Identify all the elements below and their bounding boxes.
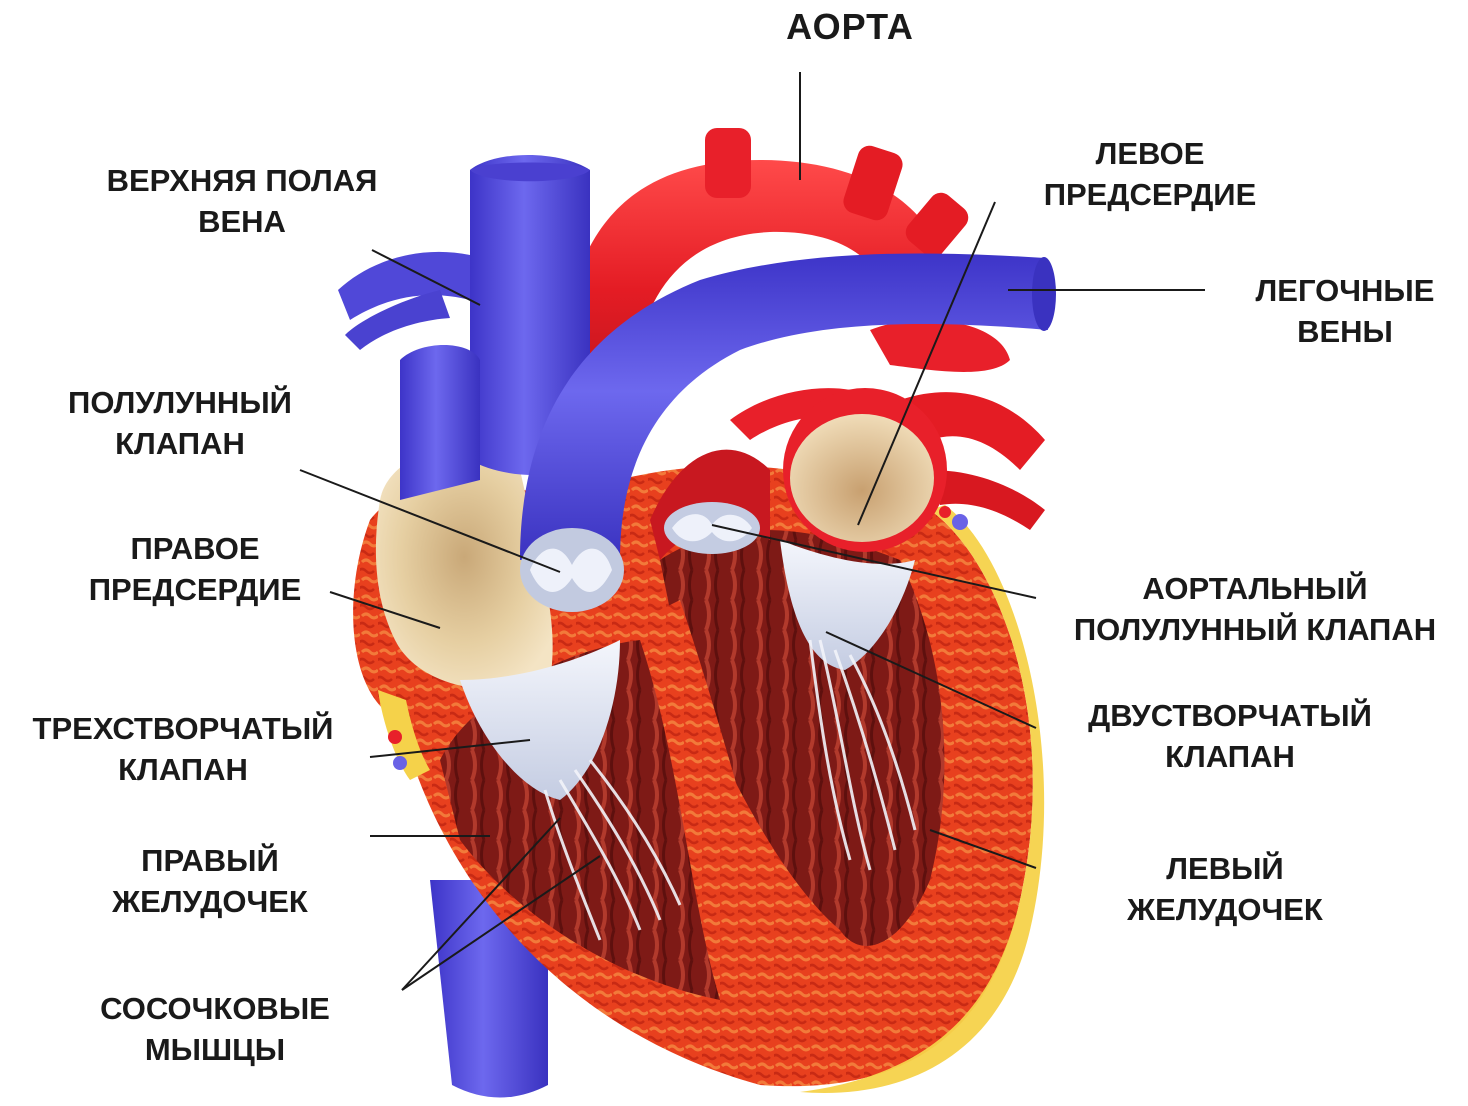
label-pulmonary-veins-line2: ВЕНЫ [1230,311,1460,352]
label-aortic-semilunar-valve: АОРТАЛЬНЫЙ ПОЛУЛУННЫЙ КЛАПАН [1050,568,1460,650]
label-superior-vena-cava-line2: ВЕНА [62,201,422,242]
label-right-atrium: ПРАВОЕ ПРЕДСЕРДИЕ [55,528,335,610]
label-tricuspid-valve: ТРЕХСТВОРЧАТЫЙ КЛАПАН [8,708,358,790]
label-superior-vena-cava: ВЕРХНЯЯ ПОЛАЯ ВЕНА [62,160,422,242]
label-right-ventricle: ПРАВЫЙ ЖЕЛУДОЧЕК [80,840,340,922]
label-right-ventricle-line2: ЖЕЛУДОЧЕК [80,881,340,922]
label-left-ventricle-line1: ЛЕВЫЙ [1095,848,1355,889]
label-aorta-line1: АОРТА [740,6,960,47]
label-aortic-semilunar-valve-line1: АОРТАЛЬНЫЙ [1050,568,1460,609]
label-left-atrium-line2: ПРЕДСЕРДИЕ [1005,174,1295,215]
label-right-atrium-line1: ПРАВОЕ [55,528,335,569]
label-semilunar-valve-line1: ПОЛУЛУННЫЙ [30,382,330,423]
label-right-ventricle-line1: ПРАВЫЙ [80,840,340,881]
label-superior-vena-cava-line1: ВЕРХНЯЯ ПОЛАЯ [62,160,422,201]
label-left-atrium: ЛЕВОЕ ПРЕДСЕРДИЕ [1005,133,1295,215]
label-papillary-muscles-line1: СОСОЧКОВЫЕ [70,988,360,1029]
label-left-ventricle: ЛЕВЫЙ ЖЕЛУДОЧЕК [1095,848,1355,930]
label-pulmonary-veins-line1: ЛЕГОЧНЫЕ [1230,270,1460,311]
label-right-atrium-line2: ПРЕДСЕРДИЕ [55,569,335,610]
label-semilunar-valve-line2: КЛАПАН [30,423,330,464]
label-pulmonary-veins: ЛЕГОЧНЫЕ ВЕНЫ [1230,270,1460,352]
label-left-atrium-line1: ЛЕВОЕ [1005,133,1295,174]
label-left-ventricle-line2: ЖЕЛУДОЧЕК [1095,889,1355,930]
label-papillary-muscles: СОСОЧКОВЫЕ МЫШЦЫ [70,988,360,1070]
label-bicuspid-valve-line2: КЛАПАН [1055,736,1405,777]
label-tricuspid-valve-line1: ТРЕХСТВОРЧАТЫЙ [8,708,358,749]
label-aorta: АОРТА [740,6,960,47]
label-bicuspid-valve-line1: ДВУСТВОРЧАТЫЙ [1055,695,1405,736]
label-aortic-semilunar-valve-line2: ПОЛУЛУННЫЙ КЛАПАН [1050,609,1460,650]
label-tricuspid-valve-line2: КЛАПАН [8,749,358,790]
label-papillary-muscles-line2: МЫШЦЫ [70,1029,360,1070]
label-semilunar-valve: ПОЛУЛУННЫЙ КЛАПАН [30,382,330,464]
label-bicuspid-valve: ДВУСТВОРЧАТЫЙ КЛАПАН [1055,695,1405,777]
